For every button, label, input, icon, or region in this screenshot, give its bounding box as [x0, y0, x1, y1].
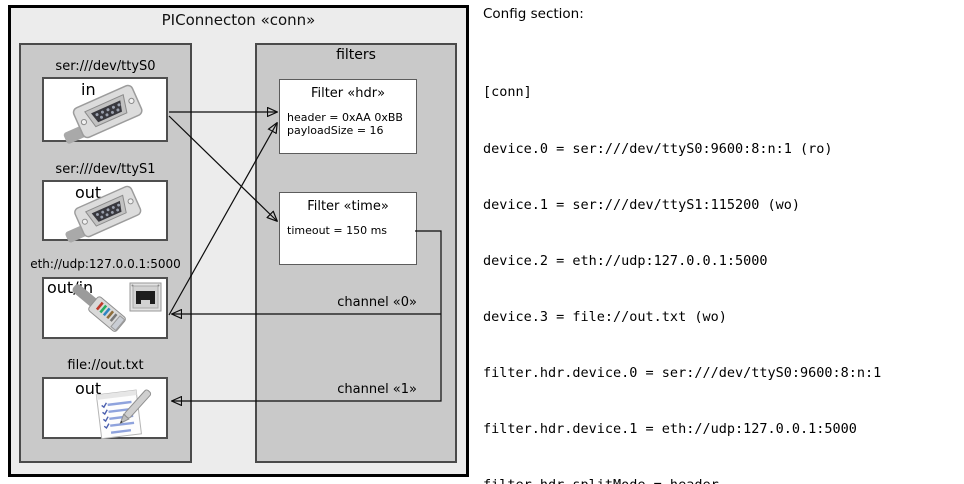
filter-attr: payloadSize = 16 — [287, 124, 384, 137]
notepad-icon — [95, 389, 152, 440]
config-line: device.2 = eth://udp:127.0.0.1:5000 — [483, 252, 768, 269]
ethernet-port-icon — [129, 282, 162, 312]
filter-attributes: timeout = 150 ms — [287, 224, 416, 237]
devices-panel: ser:///dev/ttyS0 in — [19, 43, 192, 463]
serial-connector-icon — [65, 185, 142, 243]
ethernet-plug-icon — [72, 284, 126, 332]
config-listing: [conn] device.0 = ser:///dev/ttyS0:9600:… — [483, 46, 889, 484]
device-box-eth: out/in — [42, 277, 168, 339]
filters-panel-title: filters — [336, 47, 376, 63]
filter-attributes: header = 0xAA 0xBB payloadSize = 16 — [287, 111, 416, 137]
config-line: device.1 = ser:///dev/ttyS1:115200 (wo) — [483, 196, 800, 213]
channel-1-label: channel «1» — [337, 382, 417, 397]
device-label-eth: eth://udp:127.0.0.1:5000 — [30, 257, 181, 271]
ethernet-icon — [72, 282, 162, 332]
filter-box-hdr: Filter «hdr» header = 0xAA 0xBB payloadS… — [279, 79, 417, 154]
device-direction: in — [81, 80, 96, 99]
config-line: device.3 = file://out.txt (wo) — [483, 308, 727, 325]
device-label-ttyS0: ser:///dev/ttyS0 — [55, 59, 156, 74]
pen-icon — [119, 389, 152, 425]
filter-title: Filter «time» — [307, 199, 389, 214]
diagram-title: PIConnecton «conn» — [161, 11, 316, 29]
filter-box-time: Filter «time» timeout = 150 ms — [279, 192, 417, 265]
config-heading: Config section: — [483, 6, 584, 22]
config-line: filter.hdr.splitMode = header — [483, 476, 889, 484]
filter-title: Filter «hdr» — [310, 86, 386, 101]
device-label-file: file://out.txt — [67, 358, 144, 373]
device-direction: out — [75, 183, 102, 202]
device-box-file: out — [42, 377, 168, 440]
device-label-ttyS1: ser:///dev/ttyS1 — [55, 162, 156, 177]
device-direction: out — [75, 379, 102, 398]
filters-panel: filters Filter «hdr» header = 0xAA 0xBB … — [255, 43, 457, 463]
filter-attr: header = 0xAA 0xBB — [287, 111, 403, 124]
channel-0-label: channel «0» — [337, 295, 417, 310]
config-section: Config section: [conn] device.0 = ser://… — [483, 0, 961, 484]
connector-diagram: PIConnecton «conn» ser:///dev/ttyS0 in — [8, 5, 469, 477]
filter-attr: timeout = 150 ms — [287, 224, 388, 237]
device-box-ttyS0: in — [42, 77, 168, 144]
serial-connector-icon — [63, 84, 143, 144]
config-line: [conn] — [483, 84, 532, 101]
config-line: filter.hdr.device.1 = eth://udp:127.0.0.… — [483, 421, 857, 438]
config-line: device.0 = ser:///dev/ttyS0:9600:8:n:1 (… — [483, 140, 833, 157]
device-box-ttyS1: out — [42, 180, 168, 243]
config-line: filter.hdr.device.0 = ser:///dev/ttyS0:9… — [483, 364, 882, 381]
